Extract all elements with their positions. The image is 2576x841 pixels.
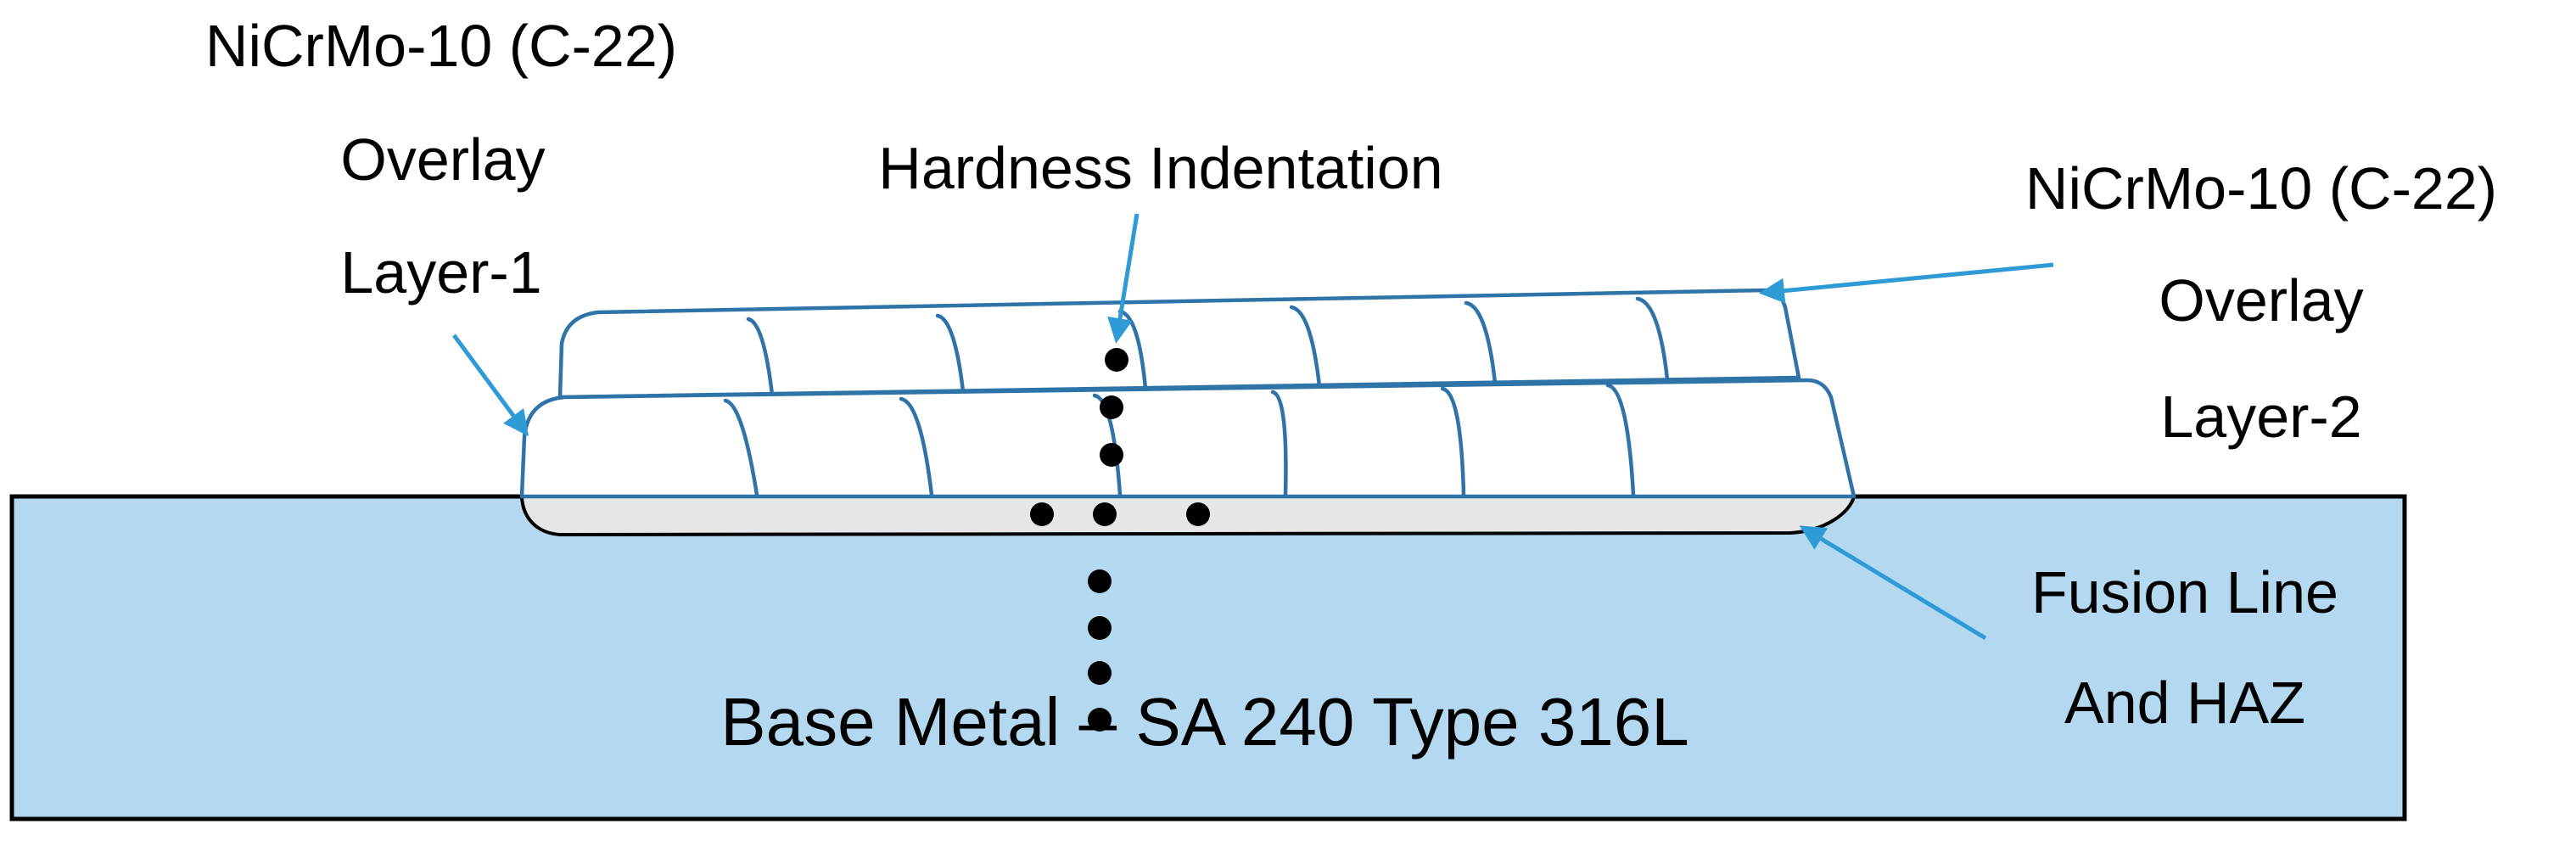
indentation-point	[1030, 502, 1054, 526]
hardness-indentation-arrow	[1107, 213, 1140, 344]
base-metal-label: Base Metal – SA 240 Type 316L	[720, 684, 1689, 760]
layer-1-bead-divider	[1270, 390, 1288, 497]
layer-1-bead-divider	[1440, 386, 1466, 497]
indentation-point	[1105, 348, 1128, 372]
overlay-layer-2-label-line2: Overlay	[2159, 267, 2363, 334]
indentation-point	[1186, 502, 1210, 526]
overlay-layer-2-label-line3: Layer-2	[2160, 384, 2361, 450]
indentation-point	[1100, 443, 1123, 467]
overlay-layer-1-label-line1: NiCrMo-10 (C-22)	[205, 13, 677, 79]
layer-2-bead-divider	[746, 317, 775, 397]
overlay-layer-1-label-line2: Overlay	[340, 126, 545, 193]
indentation-point	[1100, 395, 1123, 419]
layer-1-bead-divider	[1092, 393, 1123, 497]
indentation-point	[1088, 708, 1112, 732]
base-metal-plate	[9, 494, 2407, 821]
indentation-point	[1088, 661, 1112, 685]
overlay-layer-1-outline	[519, 378, 1856, 499]
fusion-line-label: Fusion Line And HAZ	[2031, 559, 2338, 736]
overlay-layer-1	[519, 378, 1856, 499]
fusion-line-label-line2: And HAZ	[2064, 670, 2305, 736]
indentation-point	[1088, 616, 1112, 640]
layer-2-bead-divider	[1635, 296, 1670, 382]
indentation-point	[1088, 569, 1112, 593]
layer-1-bead-divider	[723, 398, 759, 497]
hardness-indentations	[1030, 348, 1210, 732]
indentation-point	[1093, 502, 1117, 526]
layer-2-bead-divider	[1464, 300, 1498, 385]
fusion-line-label-line1: Fusion Line	[2031, 559, 2338, 625]
layer-2-bead-divider	[1289, 305, 1322, 389]
overlay-layer-1-label: NiCrMo-10 (C-22) Overlay Layer-1	[205, 13, 677, 306]
layer-1-bead-divider	[899, 396, 934, 497]
hardness-indentation-label: Hardness Indentation	[878, 135, 1442, 201]
overlay-layer-2-label-line1: NiCrMo-10 (C-22)	[2025, 155, 2497, 221]
overlay-layer-1-label-line3: Layer-1	[340, 239, 541, 306]
fusion-line-arrow	[1799, 525, 1987, 641]
overlay-layer-1-arrow	[451, 334, 529, 437]
overlay-layer-2-arrow	[1759, 262, 2054, 304]
overlay-layer-2-label: NiCrMo-10 (C-22) Overlay Layer-2	[2025, 155, 2497, 450]
layer-2-bead-divider	[1117, 309, 1148, 391]
layer-1-bead-divider	[1605, 383, 1636, 497]
layer-2-bead-divider	[935, 313, 966, 394]
